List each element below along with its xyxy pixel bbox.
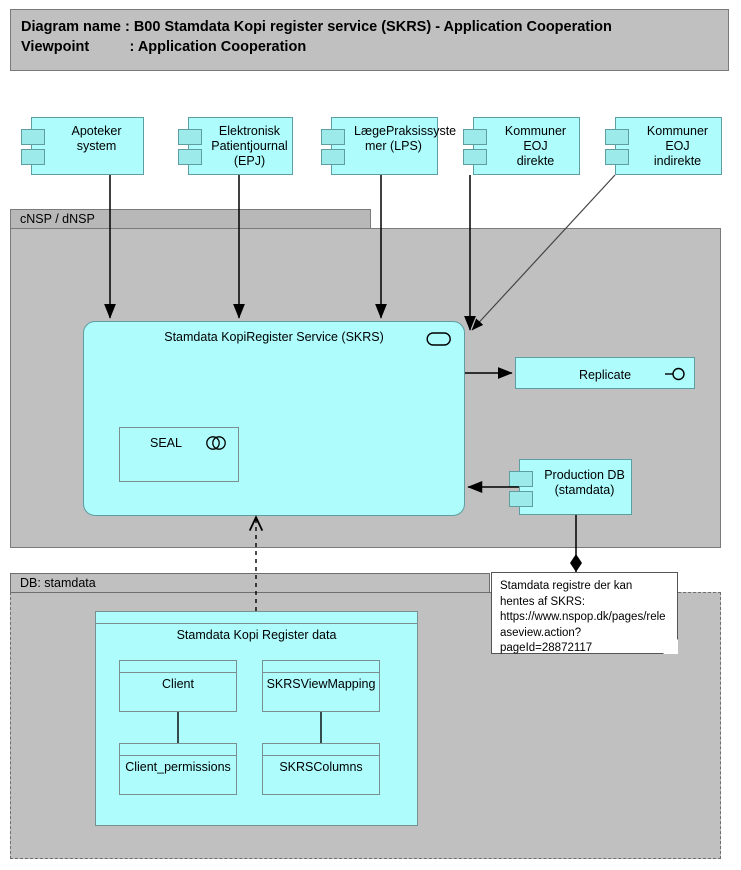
component-tab-upper-icon xyxy=(178,129,202,145)
component-tab-upper-icon xyxy=(463,129,487,145)
data-object-header-bar xyxy=(120,744,236,756)
component-production-db[interactable]: Production DB (stamdata) xyxy=(509,459,632,515)
service-label: Stamdata KopiRegister Service (SKRS) xyxy=(164,330,384,344)
data-object-label: SKRSViewMapping xyxy=(266,677,376,691)
component-tab-lower-icon xyxy=(463,149,487,165)
data-object-label: Client xyxy=(162,677,194,691)
group-db-stamdata-label: DB: stamdata xyxy=(20,576,96,590)
application-collaboration-seal[interactable]: SEAL xyxy=(119,427,239,482)
component-tab-upper-icon xyxy=(509,471,533,487)
note-skrs-registre-url: Stamdata registre der kan hentes af SKRS… xyxy=(491,572,678,654)
seal-label: SEAL xyxy=(150,436,182,450)
diagram-name-line: Diagram name : B00 Stamdata Kopi registe… xyxy=(21,19,612,35)
component-label: LægePraksissyste mer (LPS) xyxy=(354,124,457,153)
data-object-header-bar xyxy=(263,744,379,756)
data-object-label: SKRSColumns xyxy=(279,760,363,774)
data-object-header-bar xyxy=(263,661,379,673)
diagram-header: Diagram name : B00 Stamdata Kopi registe… xyxy=(10,9,729,71)
component-tab-upper-icon xyxy=(321,129,345,145)
component-label: Elektronisk Patientjournal (EPJ) xyxy=(211,124,288,168)
group-cnsp-dnsp-label: cNSP / dNSP xyxy=(20,212,95,226)
data-object-header-bar xyxy=(96,612,417,624)
component-label: Kommuner EOJ indirekte xyxy=(646,124,709,168)
data-object-client[interactable]: Client xyxy=(119,660,237,712)
note-text: Stamdata registre der kan hentes af SKRS… xyxy=(500,580,666,654)
component-kommuner-eoj-indirekte[interactable]: Kommuner EOJ indirekte xyxy=(605,117,722,175)
data-object-skrsviewmapping[interactable]: SKRSViewMapping xyxy=(262,660,380,712)
application-interface-icon xyxy=(665,367,685,381)
interface-replicate[interactable]: Replicate xyxy=(515,357,695,389)
component-tab-lower-icon xyxy=(321,149,345,165)
viewpoint-line: Viewpoint : Application Cooperation xyxy=(21,39,307,55)
data-object-header-bar xyxy=(120,661,236,673)
data-object-connectors xyxy=(177,712,322,743)
component-tab-upper-icon xyxy=(605,129,629,145)
component-tab-lower-icon xyxy=(605,149,629,165)
replicate-label: Replicate xyxy=(578,368,632,382)
application-collaboration-icon xyxy=(206,436,226,450)
application-service-icon xyxy=(426,332,451,346)
component-tab-lower-icon xyxy=(509,491,533,507)
component-label: Kommuner EOJ direkte xyxy=(504,124,567,168)
note-fold-icon xyxy=(663,639,678,654)
service-stamdata-kopiregister-skrs[interactable]: Stamdata KopiRegister Service (SKRS) SEA… xyxy=(83,321,465,516)
group-cnsp-dnsp-tab: cNSP / dNSP xyxy=(10,209,371,229)
component-label: Production DB (stamdata) xyxy=(544,468,625,497)
group-db-stamdata-tab: DB: stamdata xyxy=(10,573,490,593)
component-elektronisk-patientjournal[interactable]: Elektronisk Patientjournal (EPJ) xyxy=(178,117,293,175)
data-object-label: Client_permissions xyxy=(125,760,231,774)
component-tab-lower-icon xyxy=(21,149,45,165)
data-object-client-permissions[interactable]: Client_permissions xyxy=(119,743,237,795)
data-object-stamdata-kopi-register-data[interactable]: Stamdata Kopi Register data Client SKRSV… xyxy=(95,611,418,826)
component-label: Apoteker system xyxy=(71,124,122,153)
component-tab-lower-icon xyxy=(178,149,202,165)
component-tab-upper-icon xyxy=(21,129,45,145)
data-object-skrscolumns[interactable]: SKRSColumns xyxy=(262,743,380,795)
component-apoteker-system[interactable]: Apoteker system xyxy=(21,117,144,175)
component-kommuner-eoj-direkte[interactable]: Kommuner EOJ direkte xyxy=(463,117,580,175)
data-object-title: Stamdata Kopi Register data xyxy=(176,628,337,642)
component-laegepraksissystemer-lps[interactable]: LægePraksissyste mer (LPS) xyxy=(321,117,457,175)
